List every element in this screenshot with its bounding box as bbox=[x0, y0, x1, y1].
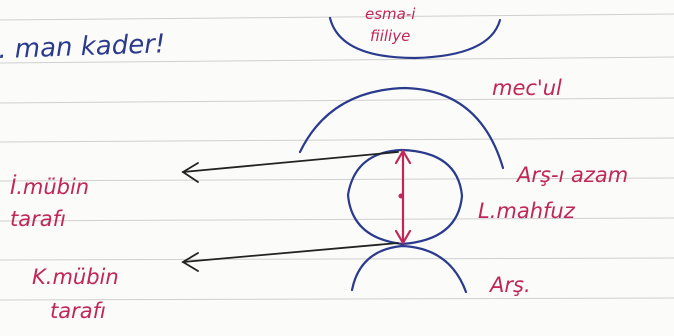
heading-text: ... man kader! bbox=[0, 29, 166, 65]
ruled-lines bbox=[0, 13, 674, 301]
arsi-azam-label: Arş-ı azam bbox=[515, 163, 628, 187]
levhi-mahfuz-label: L.mahfuz bbox=[478, 199, 576, 223]
esma-arc bbox=[328, 16, 502, 60]
arsi-azam-arc bbox=[298, 86, 505, 170]
esma-label-line1: esma-i bbox=[365, 5, 416, 23]
kitab-mubin-line1: K.mübin bbox=[32, 265, 119, 289]
kitab-mubin-line2: tarafı bbox=[50, 299, 106, 323]
mecul-label: mec'ul bbox=[492, 76, 562, 100]
levh-circle bbox=[346, 148, 464, 246]
esma-label-line2: fiiliye bbox=[370, 27, 410, 45]
arsh-label: Arş. bbox=[488, 273, 531, 297]
arsh-arc bbox=[350, 244, 468, 294]
lower-black-arrow bbox=[181, 242, 399, 272]
imam-mubin-line1: İ.mübin bbox=[10, 174, 89, 199]
upper-black-arrow bbox=[181, 151, 399, 183]
imam-mubin-line2: tarafı bbox=[10, 207, 66, 231]
center-dot bbox=[398, 193, 404, 199]
